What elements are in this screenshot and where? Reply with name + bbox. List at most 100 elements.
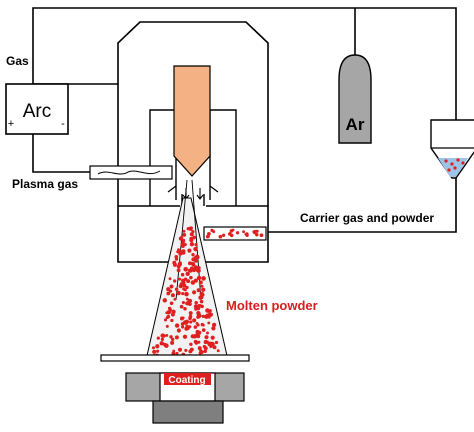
molten-particle bbox=[177, 347, 183, 352]
molten-particle bbox=[160, 341, 164, 345]
molten-particle bbox=[160, 337, 165, 342]
injector-particle bbox=[229, 233, 234, 238]
molten-particle bbox=[182, 233, 187, 237]
hopper-particle bbox=[456, 158, 460, 162]
molten-particle bbox=[186, 279, 191, 284]
molten-particle bbox=[168, 277, 172, 281]
molten-particle bbox=[201, 328, 206, 332]
molten-particle bbox=[196, 334, 201, 339]
molten-particle bbox=[175, 351, 179, 355]
molten-particle bbox=[210, 335, 215, 340]
injector-particle bbox=[231, 228, 235, 232]
molten-particle bbox=[187, 261, 192, 266]
molten-particle bbox=[201, 323, 205, 327]
molten-particle bbox=[174, 287, 179, 292]
molten-particle bbox=[190, 280, 196, 285]
molten-particle bbox=[205, 308, 210, 313]
molten-particle bbox=[194, 259, 198, 263]
molten-particle bbox=[193, 325, 198, 329]
molten-particle bbox=[214, 340, 219, 345]
molten-particle bbox=[194, 341, 199, 345]
substrate-plate bbox=[100, 354, 250, 362]
powder-hopper bbox=[430, 119, 474, 179]
carrier-gas-line bbox=[266, 178, 457, 233]
molten-particle bbox=[205, 340, 209, 344]
molten-particle bbox=[156, 336, 160, 340]
molten-particle bbox=[180, 322, 185, 326]
molten-particle bbox=[156, 349, 160, 353]
molten-particle bbox=[189, 236, 193, 241]
molten-particle bbox=[152, 349, 157, 354]
plasma-gas-flow-arrow bbox=[97, 170, 161, 175]
molten-particle bbox=[178, 249, 183, 254]
molten-particle bbox=[197, 340, 201, 344]
molten-particle bbox=[189, 232, 194, 237]
molten-particle bbox=[205, 313, 210, 318]
plasma-gas-label: Plasma gas bbox=[12, 177, 78, 191]
injector-particle bbox=[253, 231, 257, 235]
molten-particle bbox=[182, 238, 186, 242]
molten-particle bbox=[191, 253, 195, 257]
molten-particle bbox=[170, 312, 175, 317]
molten-particle bbox=[192, 290, 197, 295]
molten-particle bbox=[196, 288, 201, 293]
molten-particle bbox=[168, 308, 172, 312]
molten-particle bbox=[165, 316, 169, 320]
plasma-gas-inlet bbox=[89, 165, 173, 180]
molten-particle bbox=[195, 321, 199, 325]
molten-particle bbox=[181, 281, 185, 285]
injector-particle bbox=[242, 230, 246, 234]
injector-particle bbox=[207, 232, 211, 236]
molten-particle bbox=[160, 333, 165, 338]
molten-particle bbox=[194, 243, 198, 247]
molten-particle bbox=[189, 342, 193, 347]
arc-to-plasma-line bbox=[32, 133, 90, 173]
molten-particle bbox=[200, 284, 204, 288]
molten-particle bbox=[188, 268, 193, 273]
molten-particle bbox=[176, 290, 181, 296]
molten-particle bbox=[193, 246, 198, 252]
molten-particle bbox=[196, 275, 202, 281]
molten-particle bbox=[183, 267, 188, 272]
molten-particle bbox=[165, 333, 169, 337]
molten-particle bbox=[196, 313, 201, 317]
molten-particle bbox=[174, 323, 180, 328]
molten-particle bbox=[187, 300, 191, 304]
molten-particle bbox=[203, 346, 208, 351]
molten-particle bbox=[206, 331, 209, 335]
molten-particle bbox=[182, 334, 188, 339]
molten-particle bbox=[195, 254, 200, 260]
molten-particle bbox=[170, 293, 175, 298]
molten-particle bbox=[198, 351, 202, 355]
molten-particle bbox=[169, 301, 174, 306]
injector-particle bbox=[205, 235, 210, 239]
molten-particle bbox=[199, 294, 204, 300]
molten-particle bbox=[216, 349, 220, 353]
molten-particle bbox=[188, 314, 193, 319]
injector-particle bbox=[235, 231, 240, 235]
coating-layer bbox=[164, 373, 211, 385]
molten-particle bbox=[203, 349, 207, 354]
molten-particle bbox=[189, 242, 195, 247]
molten-particle bbox=[212, 345, 217, 350]
molten-particle bbox=[177, 248, 180, 252]
molten-particle bbox=[192, 334, 198, 339]
molten-particle bbox=[169, 284, 174, 289]
injector-particle bbox=[221, 233, 226, 237]
molten-particle bbox=[201, 314, 206, 319]
molten-particle bbox=[178, 277, 182, 281]
molten-particle bbox=[211, 322, 217, 328]
molten-powder-label: Molten powder bbox=[226, 298, 318, 313]
injector-particle bbox=[259, 233, 264, 238]
argon-label: Ar bbox=[346, 115, 365, 134]
molten-particle bbox=[188, 311, 193, 316]
molten-particle bbox=[189, 320, 193, 324]
molten-particle bbox=[174, 335, 179, 340]
molten-particle bbox=[176, 268, 181, 273]
molten-particle bbox=[208, 309, 212, 313]
molten-particle bbox=[183, 277, 188, 281]
molten-particle bbox=[176, 250, 180, 254]
gas-line-top bbox=[32, 7, 457, 120]
hopper-particle bbox=[461, 161, 465, 165]
